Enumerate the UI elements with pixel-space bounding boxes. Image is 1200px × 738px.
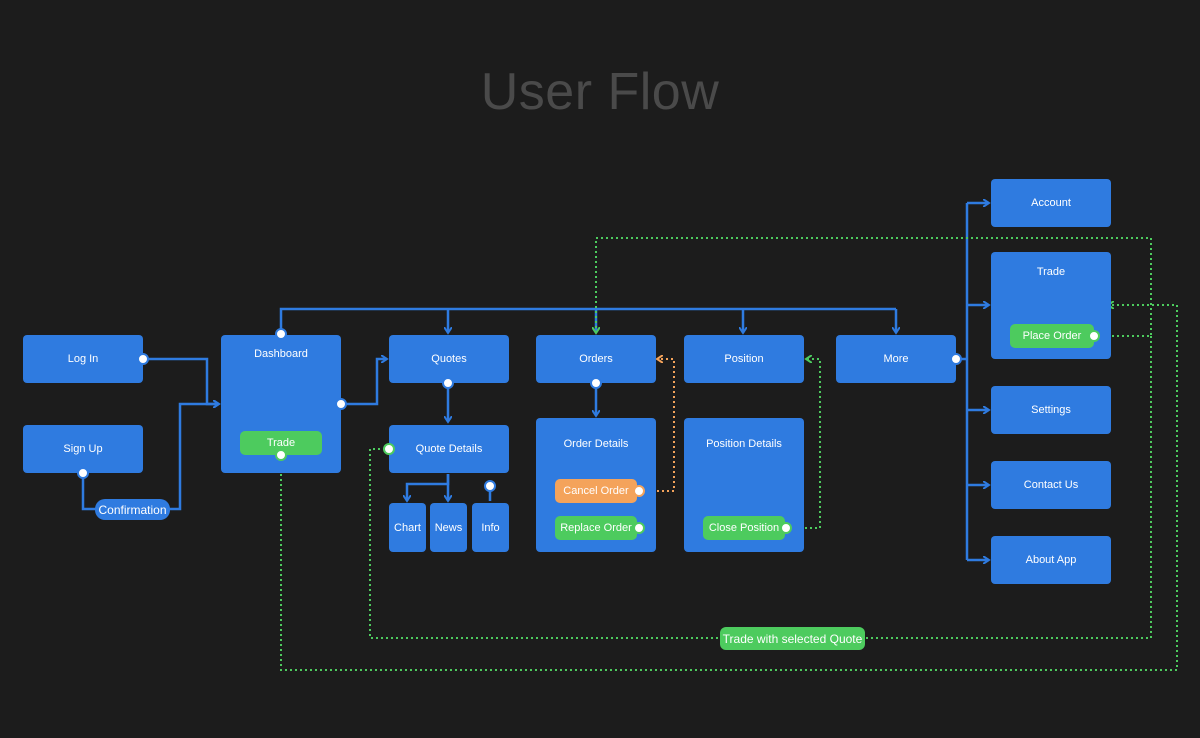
edge-closeposition-position [790, 359, 821, 529]
connector-dot [484, 480, 496, 492]
edge-top-bus [279, 307, 896, 330]
contact-us-label: Contact Us [1023, 479, 1079, 491]
place-order-label: Place Order [1022, 330, 1082, 342]
info-node[interactable]: Info [472, 503, 509, 552]
confirmation-pill[interactable]: Confirmation [95, 499, 170, 520]
trade-with-quote-label: Trade with selected Quote [722, 631, 863, 646]
more-label: More [883, 353, 909, 365]
connector-dot [633, 522, 645, 534]
place-order-pill[interactable]: Place Order [1010, 324, 1094, 348]
connector-dot [950, 353, 962, 365]
connector-dot [383, 443, 395, 455]
close-position-label: Close Position [708, 522, 780, 534]
position-details-label: Position Details [706, 438, 782, 450]
edge-login-dashboard [146, 357, 219, 404]
cancel-order-pill[interactable]: Cancel Order [555, 479, 637, 503]
connector-dot [1088, 330, 1100, 342]
position-label: Position [724, 353, 764, 365]
about-app-label: About App [1025, 554, 1077, 566]
dashboard-label: Dashboard [254, 348, 308, 360]
connector-dot [275, 449, 287, 461]
about-app-node[interactable]: About App [991, 536, 1111, 584]
quotes-label: Quotes [431, 353, 467, 365]
settings-node[interactable]: Settings [991, 386, 1111, 434]
info-label: Info [481, 521, 500, 534]
login-node[interactable]: Log In [23, 335, 143, 383]
position-node[interactable]: Position [684, 335, 804, 383]
contact-us-node[interactable]: Contact Us [991, 461, 1111, 509]
connector-dot [275, 328, 287, 340]
account-node[interactable]: Account [991, 179, 1111, 227]
connector-dot [780, 522, 792, 534]
dashboard-trade-label: Trade [266, 437, 296, 449]
replace-order-pill[interactable]: Replace Order [555, 516, 637, 540]
edge-confirmation-dashboard [168, 404, 219, 511]
connector-dot [137, 353, 149, 365]
account-label: Account [1031, 197, 1071, 209]
replace-order-label: Replace Order [560, 522, 632, 534]
quote-details-label: Quote Details [415, 443, 483, 455]
orders-node[interactable]: Orders [536, 335, 656, 383]
settings-label: Settings [1031, 404, 1071, 416]
edge-quotedetails-tradequote [369, 336, 1152, 639]
order-details-label: Order Details [563, 438, 629, 450]
cancel-order-label: Cancel Order [563, 485, 629, 497]
trade-with-quote-pill[interactable]: Trade with selected Quote [720, 627, 865, 650]
page-title: User Flow [480, 63, 720, 121]
quotes-node[interactable]: Quotes [389, 335, 509, 383]
edge-signup-confirmation [81, 473, 96, 511]
more-node[interactable]: More [836, 335, 956, 383]
edge-placeorder-orders [596, 237, 1152, 337]
chart-label: Chart [394, 521, 421, 534]
news-node[interactable]: News [430, 503, 467, 552]
orders-label: Orders [579, 353, 613, 365]
confirmation-label: Confirmation [98, 502, 167, 517]
connector-dot [77, 467, 89, 479]
trade-label: Trade [1036, 266, 1066, 278]
edge-dashboard-trade-loop [280, 305, 1178, 671]
edge-dashboard-quotes [345, 359, 387, 406]
edge-quotedetails-chart [407, 474, 450, 501]
edge-cancelorder-orders [642, 359, 675, 492]
close-position-pill[interactable]: Close Position [703, 516, 785, 540]
chart-node[interactable]: Chart [389, 503, 426, 552]
quote-details-node[interactable]: Quote Details [389, 425, 509, 473]
signup-node[interactable]: Sign Up [23, 425, 143, 473]
connector-dot [590, 377, 602, 389]
connector-dot [442, 377, 454, 389]
connector-dot [335, 398, 347, 410]
connector-dot [633, 485, 645, 497]
news-label: News [434, 521, 463, 534]
login-label: Log In [67, 353, 99, 365]
signup-label: Sign Up [63, 443, 103, 455]
